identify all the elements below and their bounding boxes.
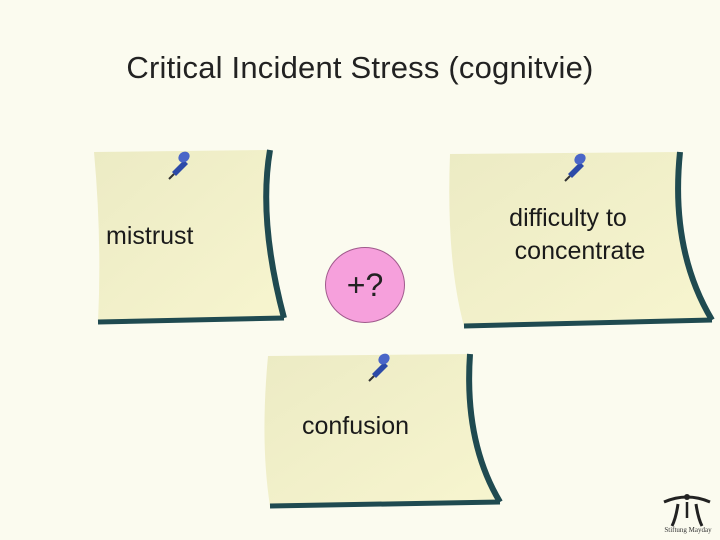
note-text-line-1: difficulty to xyxy=(509,204,627,232)
logo-caption: Stiftung Mayday xyxy=(664,526,712,534)
sticky-note-paper xyxy=(94,149,287,325)
note-text-difficulty-to-concentrate: difficulty to concentrate xyxy=(468,202,668,268)
note-text-line-2: concentrate xyxy=(514,237,646,265)
sticky-note-mistrust: mistrust xyxy=(72,149,292,330)
pushpin-icon xyxy=(368,353,390,382)
slide-title: Critical Incident Stress (cognitvie) xyxy=(126,50,594,85)
center-bubble: +? xyxy=(325,247,405,323)
sticky-note-paper xyxy=(264,353,503,509)
pushpin-icon xyxy=(564,153,586,182)
note-text-mistrust: mistrust xyxy=(106,222,194,250)
note-text-confusion: confusion xyxy=(302,412,410,440)
sticky-note-paper xyxy=(449,151,715,329)
sticky-note-difficulty-to-concentrate: difficulty to concentrate xyxy=(444,150,720,330)
sticky-note-confusion: confusion xyxy=(258,352,508,510)
mayday-logo-icon xyxy=(663,494,711,527)
pushpin-icon xyxy=(168,151,190,180)
